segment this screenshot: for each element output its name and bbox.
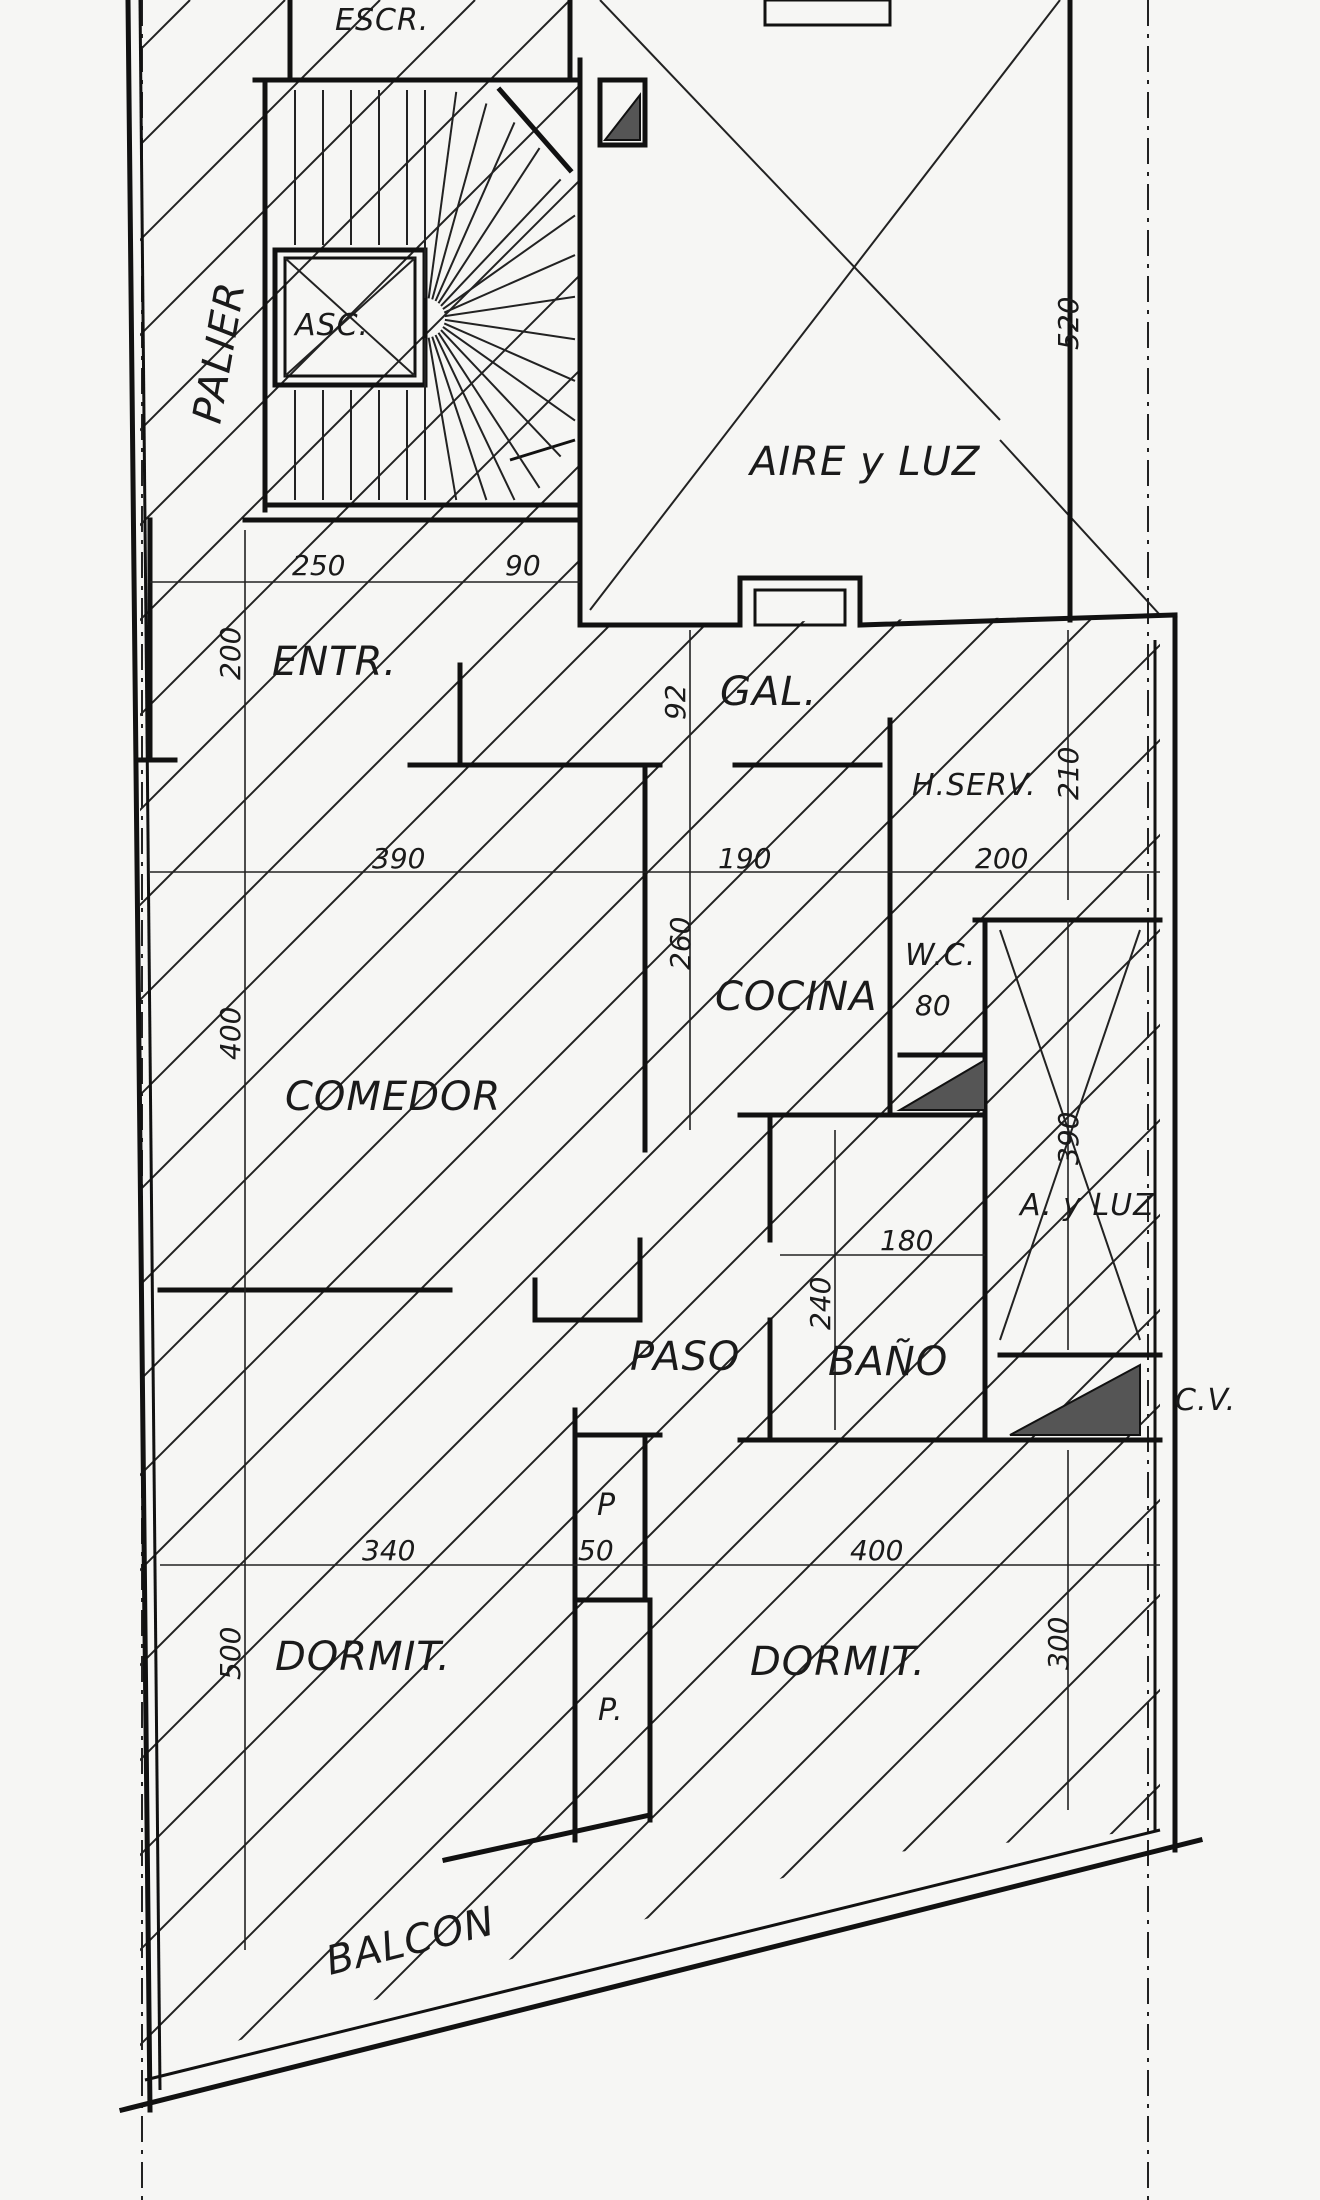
hatch-line <box>140 0 856 2070</box>
dim-200-vertical: 200 <box>214 627 247 680</box>
hatch-line <box>554 0 1160 2070</box>
stair-step <box>444 318 576 341</box>
stair-step <box>442 214 576 310</box>
hatch-line <box>140 0 1160 2070</box>
hatch-line <box>140 0 1160 2070</box>
hatch-line <box>1315 0 1320 2200</box>
dim-250: 250 <box>292 549 345 582</box>
stair-step <box>443 254 576 314</box>
stair-step <box>440 329 562 458</box>
stair-step <box>443 322 576 382</box>
dim-80: 80 <box>915 989 951 1022</box>
hatch-line <box>744 0 1160 2070</box>
hatch-line <box>140 0 666 2070</box>
hatch-line <box>174 0 1160 2070</box>
label-h-serv: H.SERV. <box>912 768 1037 803</box>
label-wc: W.C. <box>905 938 976 973</box>
hatch-line <box>459 0 1160 2070</box>
stair-step <box>431 103 488 300</box>
dim-90: 90 <box>505 549 541 582</box>
label-cocina: COCINA <box>715 974 877 1020</box>
dim-340: 340 <box>362 1534 415 1567</box>
label-dormit-right: DORMIT. <box>750 1639 926 1685</box>
dim-210: 210 <box>1052 747 1085 800</box>
label-bano: BAÑO <box>828 1337 948 1385</box>
stair-step <box>434 334 516 501</box>
dim-400-horizontal: 400 <box>850 1534 903 1567</box>
dim-390-vertical: 390 <box>1052 1112 1085 1165</box>
stair-step <box>444 295 576 318</box>
label-comedor: COMEDOR <box>285 1074 501 1120</box>
dimension-lines <box>150 530 1160 1950</box>
dim-92: 92 <box>659 684 692 720</box>
hatch-line <box>1220 0 1320 2200</box>
hatch-line <box>140 0 761 2070</box>
label-palier: PALIER <box>185 278 255 426</box>
label-placard-top: P <box>597 1488 616 1523</box>
interior-walls <box>137 517 1163 1863</box>
dim-180: 180 <box>880 1224 933 1257</box>
label-asc: ASC. <box>293 308 369 343</box>
dim-400-vertical: 400 <box>214 1007 247 1060</box>
stair-steps <box>294 90 576 501</box>
label-dormit-left: DORMIT. <box>275 1634 451 1680</box>
room-labels: ESCR. PALIER ASC. AIRE y LUZ ENTR. GAL. … <box>185 3 1236 1985</box>
dimension-labels: 250 90 200 92 210 520 390 190 200 260 80… <box>214 297 1085 1680</box>
hatch-line <box>364 0 1160 2070</box>
dim-240: 240 <box>804 1277 837 1330</box>
stair-step <box>437 332 541 489</box>
hatch-line <box>269 0 1160 2070</box>
dim-190: 190 <box>718 842 771 875</box>
label-a-y-luz: A. y LUZ <box>1018 1188 1155 1223</box>
label-escr: ESCR. <box>335 3 429 38</box>
dim-200-horizontal: 200 <box>975 842 1028 875</box>
label-paso: PASO <box>630 1334 740 1380</box>
label-aire-y-luz: AIRE y LUZ <box>747 439 981 485</box>
stair-step <box>427 91 458 299</box>
dim-50: 50 <box>578 1534 614 1567</box>
outer-walls <box>118 0 1204 2114</box>
hatch-line <box>649 0 1160 2070</box>
aire-y-luz-void <box>577 0 1178 628</box>
label-cv: C.V. <box>1175 1383 1236 1418</box>
stair-step <box>427 337 458 501</box>
label-entr: ENTR. <box>272 639 397 685</box>
dim-390-horizontal: 390 <box>372 842 425 875</box>
stair-step <box>437 147 541 304</box>
stair-core <box>242 0 892 628</box>
stair-step <box>440 178 562 307</box>
hatch-line <box>140 0 571 2070</box>
label-placard-bottom: P. <box>598 1693 624 1728</box>
dim-520: 520 <box>1052 297 1085 350</box>
dim-260: 260 <box>664 917 697 970</box>
label-gal: GAL. <box>720 669 817 715</box>
stair-step <box>434 122 516 302</box>
dim-300: 300 <box>1042 1617 1075 1670</box>
stair-step <box>442 326 576 422</box>
hatch-line <box>0 0 95 2200</box>
stair-step <box>431 336 488 501</box>
ducts <box>896 929 1141 1436</box>
dim-500: 500 <box>214 1627 247 1680</box>
label-balcon: BALCON <box>321 1898 499 1984</box>
hatch-line <box>140 0 191 2070</box>
